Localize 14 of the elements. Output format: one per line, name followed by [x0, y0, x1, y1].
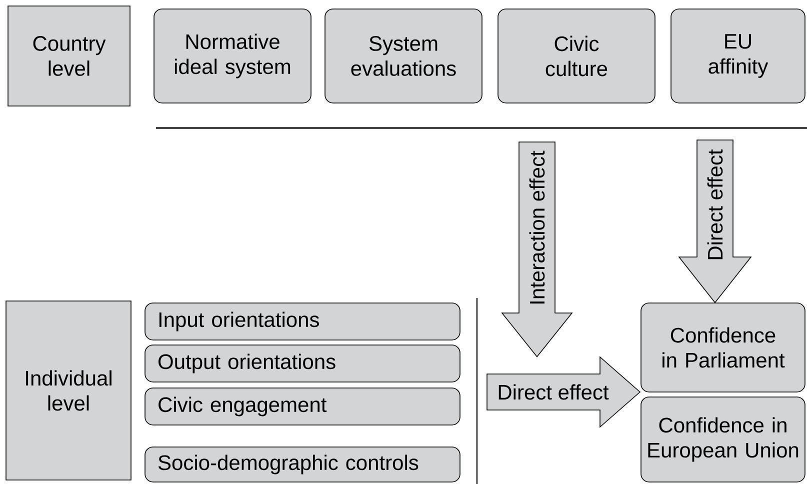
factor-box: Civic engagement	[144, 388, 460, 426]
outcome-box: Confidence in Parliament	[640, 302, 806, 392]
factor-box: Socio-demographic controls	[144, 446, 460, 482]
edge-label: Interaction effect	[528, 150, 546, 306]
level-box: Individual level	[6, 300, 132, 480]
factor-box: Input orientations	[144, 302, 460, 340]
level-box: Country level	[8, 6, 130, 106]
edge-label: Direct effect	[706, 148, 724, 262]
factor-box: EU affinity	[670, 8, 806, 104]
factor-box: Civic culture	[498, 8, 656, 104]
outcome-box: Confidence in European Union	[640, 396, 806, 482]
factor-box: Output orientations	[144, 344, 460, 382]
factor-box: System evaluations	[324, 8, 482, 104]
factor-box: Normative ideal system	[154, 8, 312, 104]
